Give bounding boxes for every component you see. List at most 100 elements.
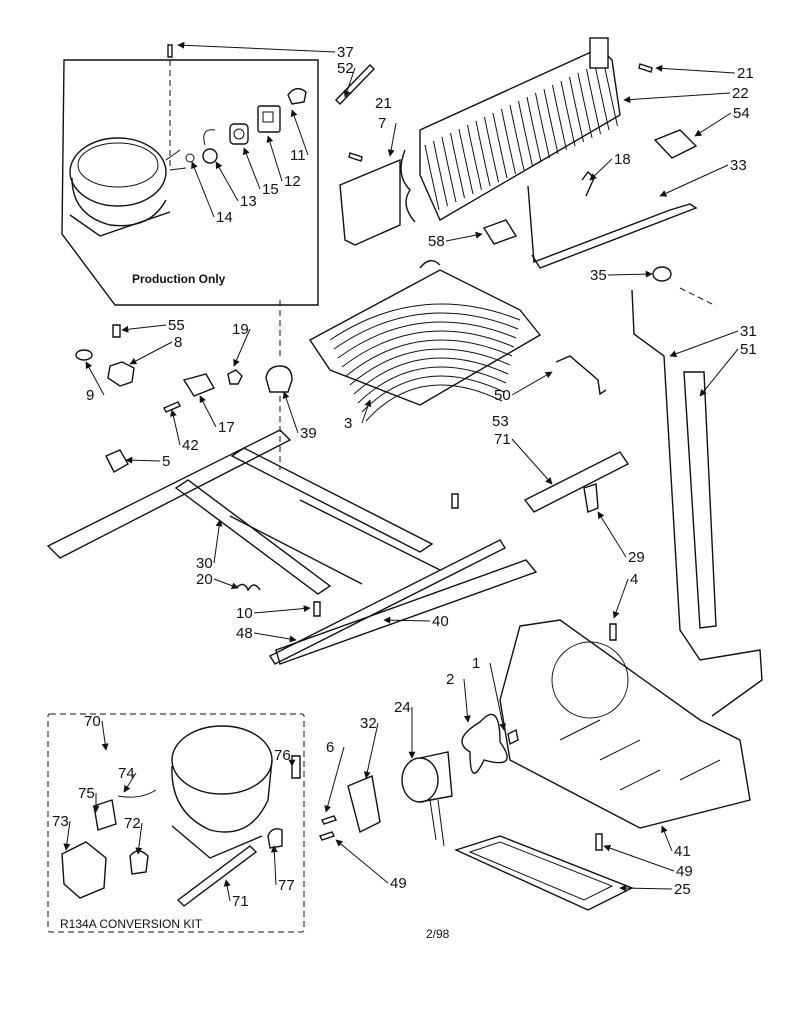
bracket-part-8 (107, 361, 135, 387)
compressor-kit (171, 725, 273, 859)
leader-c13 (215, 161, 239, 202)
drain-pan-inner (468, 841, 614, 901)
screw-part-37 (167, 44, 173, 58)
callout-c19: 19 (232, 321, 249, 338)
callout-c41: 41 (674, 843, 691, 860)
leader-c6 (324, 746, 345, 813)
fan-blade-part-2 (461, 713, 508, 774)
callout-c22: 22 (732, 85, 749, 102)
callout-c37: 37 (337, 44, 354, 61)
leader-c33 (659, 164, 729, 197)
fan-motor-part-24 (401, 751, 453, 847)
screw-part-21-right (638, 63, 653, 73)
leader-c7 (387, 122, 397, 157)
leader-c49a (335, 839, 389, 884)
relay-part-15 (229, 123, 249, 145)
leader-c25 (619, 884, 673, 892)
callout-c18: 18 (614, 151, 631, 168)
callout-c30: 30 (196, 555, 213, 572)
leader-c29 (597, 511, 627, 558)
terminal-cover-part-11 (287, 87, 307, 105)
evaporator-coil-22 (400, 37, 621, 223)
leader-c19 (233, 328, 251, 367)
leader-c42 (169, 409, 181, 446)
leader-c1 (489, 662, 507, 731)
capacitor-part-76 (291, 755, 301, 779)
conversion-kit-note: R134A CONVERSION KIT (60, 917, 203, 931)
callout-c51: 51 (740, 341, 757, 358)
heater-part-33 (527, 185, 698, 269)
base-frame-30 (46, 429, 507, 665)
leader-c3 (361, 399, 372, 424)
callout-c17: 17 (218, 419, 235, 436)
leader-c14 (191, 161, 215, 218)
leader-c22 (623, 92, 731, 104)
leader-c49b (603, 844, 675, 872)
callout-c42: 42 (182, 437, 199, 454)
condenser-coil-3 (308, 260, 542, 422)
date-code: 2/98 (426, 927, 450, 941)
leader-c21b (655, 64, 736, 74)
callout-c72: 72 (124, 815, 141, 832)
motor-bracket-part-32 (347, 775, 381, 834)
leader-c74 (123, 772, 137, 793)
callout-c54: 54 (733, 105, 750, 122)
leader-c17 (199, 395, 217, 428)
leader-c20 (213, 578, 239, 590)
callout-c55: 55 (168, 317, 185, 334)
leader-c18 (589, 158, 613, 181)
callout-c50: 50 (494, 387, 511, 404)
callout-c39: 39 (300, 425, 317, 442)
leader-c11 (290, 109, 309, 156)
leader-c35 (607, 270, 653, 278)
callout-c21b: 21 (737, 65, 754, 82)
clip-part-9 (75, 349, 93, 361)
drier-part-71-kit (176, 845, 258, 907)
leader-c41 (661, 825, 673, 852)
compressor-production (69, 137, 187, 237)
callout-c40: 40 (432, 613, 449, 630)
spring-part-20 (235, 583, 261, 592)
leader-c71a (511, 438, 553, 485)
drier-part-52 (335, 64, 375, 105)
leader-c51 (699, 348, 739, 397)
production-only-outline (61, 59, 319, 306)
wire-part-74 (117, 789, 157, 798)
callout-c3: 3 (344, 415, 352, 432)
grommet-part-13 (202, 148, 218, 164)
callout-c49b: 49 (676, 863, 693, 880)
callout-c35: 35 (590, 267, 607, 284)
screw-part-49-left (319, 831, 335, 841)
overload-part-12 (257, 105, 281, 133)
callout-c11: 11 (290, 147, 306, 164)
leader-c54 (694, 112, 732, 137)
leader-c71b (223, 879, 231, 902)
leader-c50 (511, 371, 553, 396)
conversion-kit-outline (47, 713, 305, 933)
leader-c37 (177, 41, 336, 53)
clip-part-18 (581, 170, 595, 197)
dash-line-35 (679, 287, 717, 307)
drier-part-71-top (523, 451, 630, 513)
callout-c7: 7 (378, 115, 386, 132)
callout-c6: 6 (326, 739, 334, 756)
callout-c77: 77 (278, 877, 295, 894)
callout-c9: 9 (86, 387, 94, 404)
leader-c4 (612, 578, 629, 619)
callout-c53: 53 (492, 413, 509, 430)
callout-c70: 70 (84, 713, 101, 730)
callout-c48: 48 (236, 625, 253, 642)
callout-c32: 32 (360, 715, 377, 732)
tube-part-51 (683, 371, 717, 629)
wire-part-13 (203, 129, 216, 146)
callout-c74: 74 (118, 765, 135, 782)
leader-c52 (343, 67, 356, 98)
screw-part-6 (321, 815, 337, 825)
clip-part-72 (129, 850, 149, 875)
leader-c77 (270, 845, 278, 886)
leader-c9 (85, 361, 105, 396)
grommet-part-35 (652, 266, 672, 282)
callout-c1: 1 (472, 655, 480, 672)
